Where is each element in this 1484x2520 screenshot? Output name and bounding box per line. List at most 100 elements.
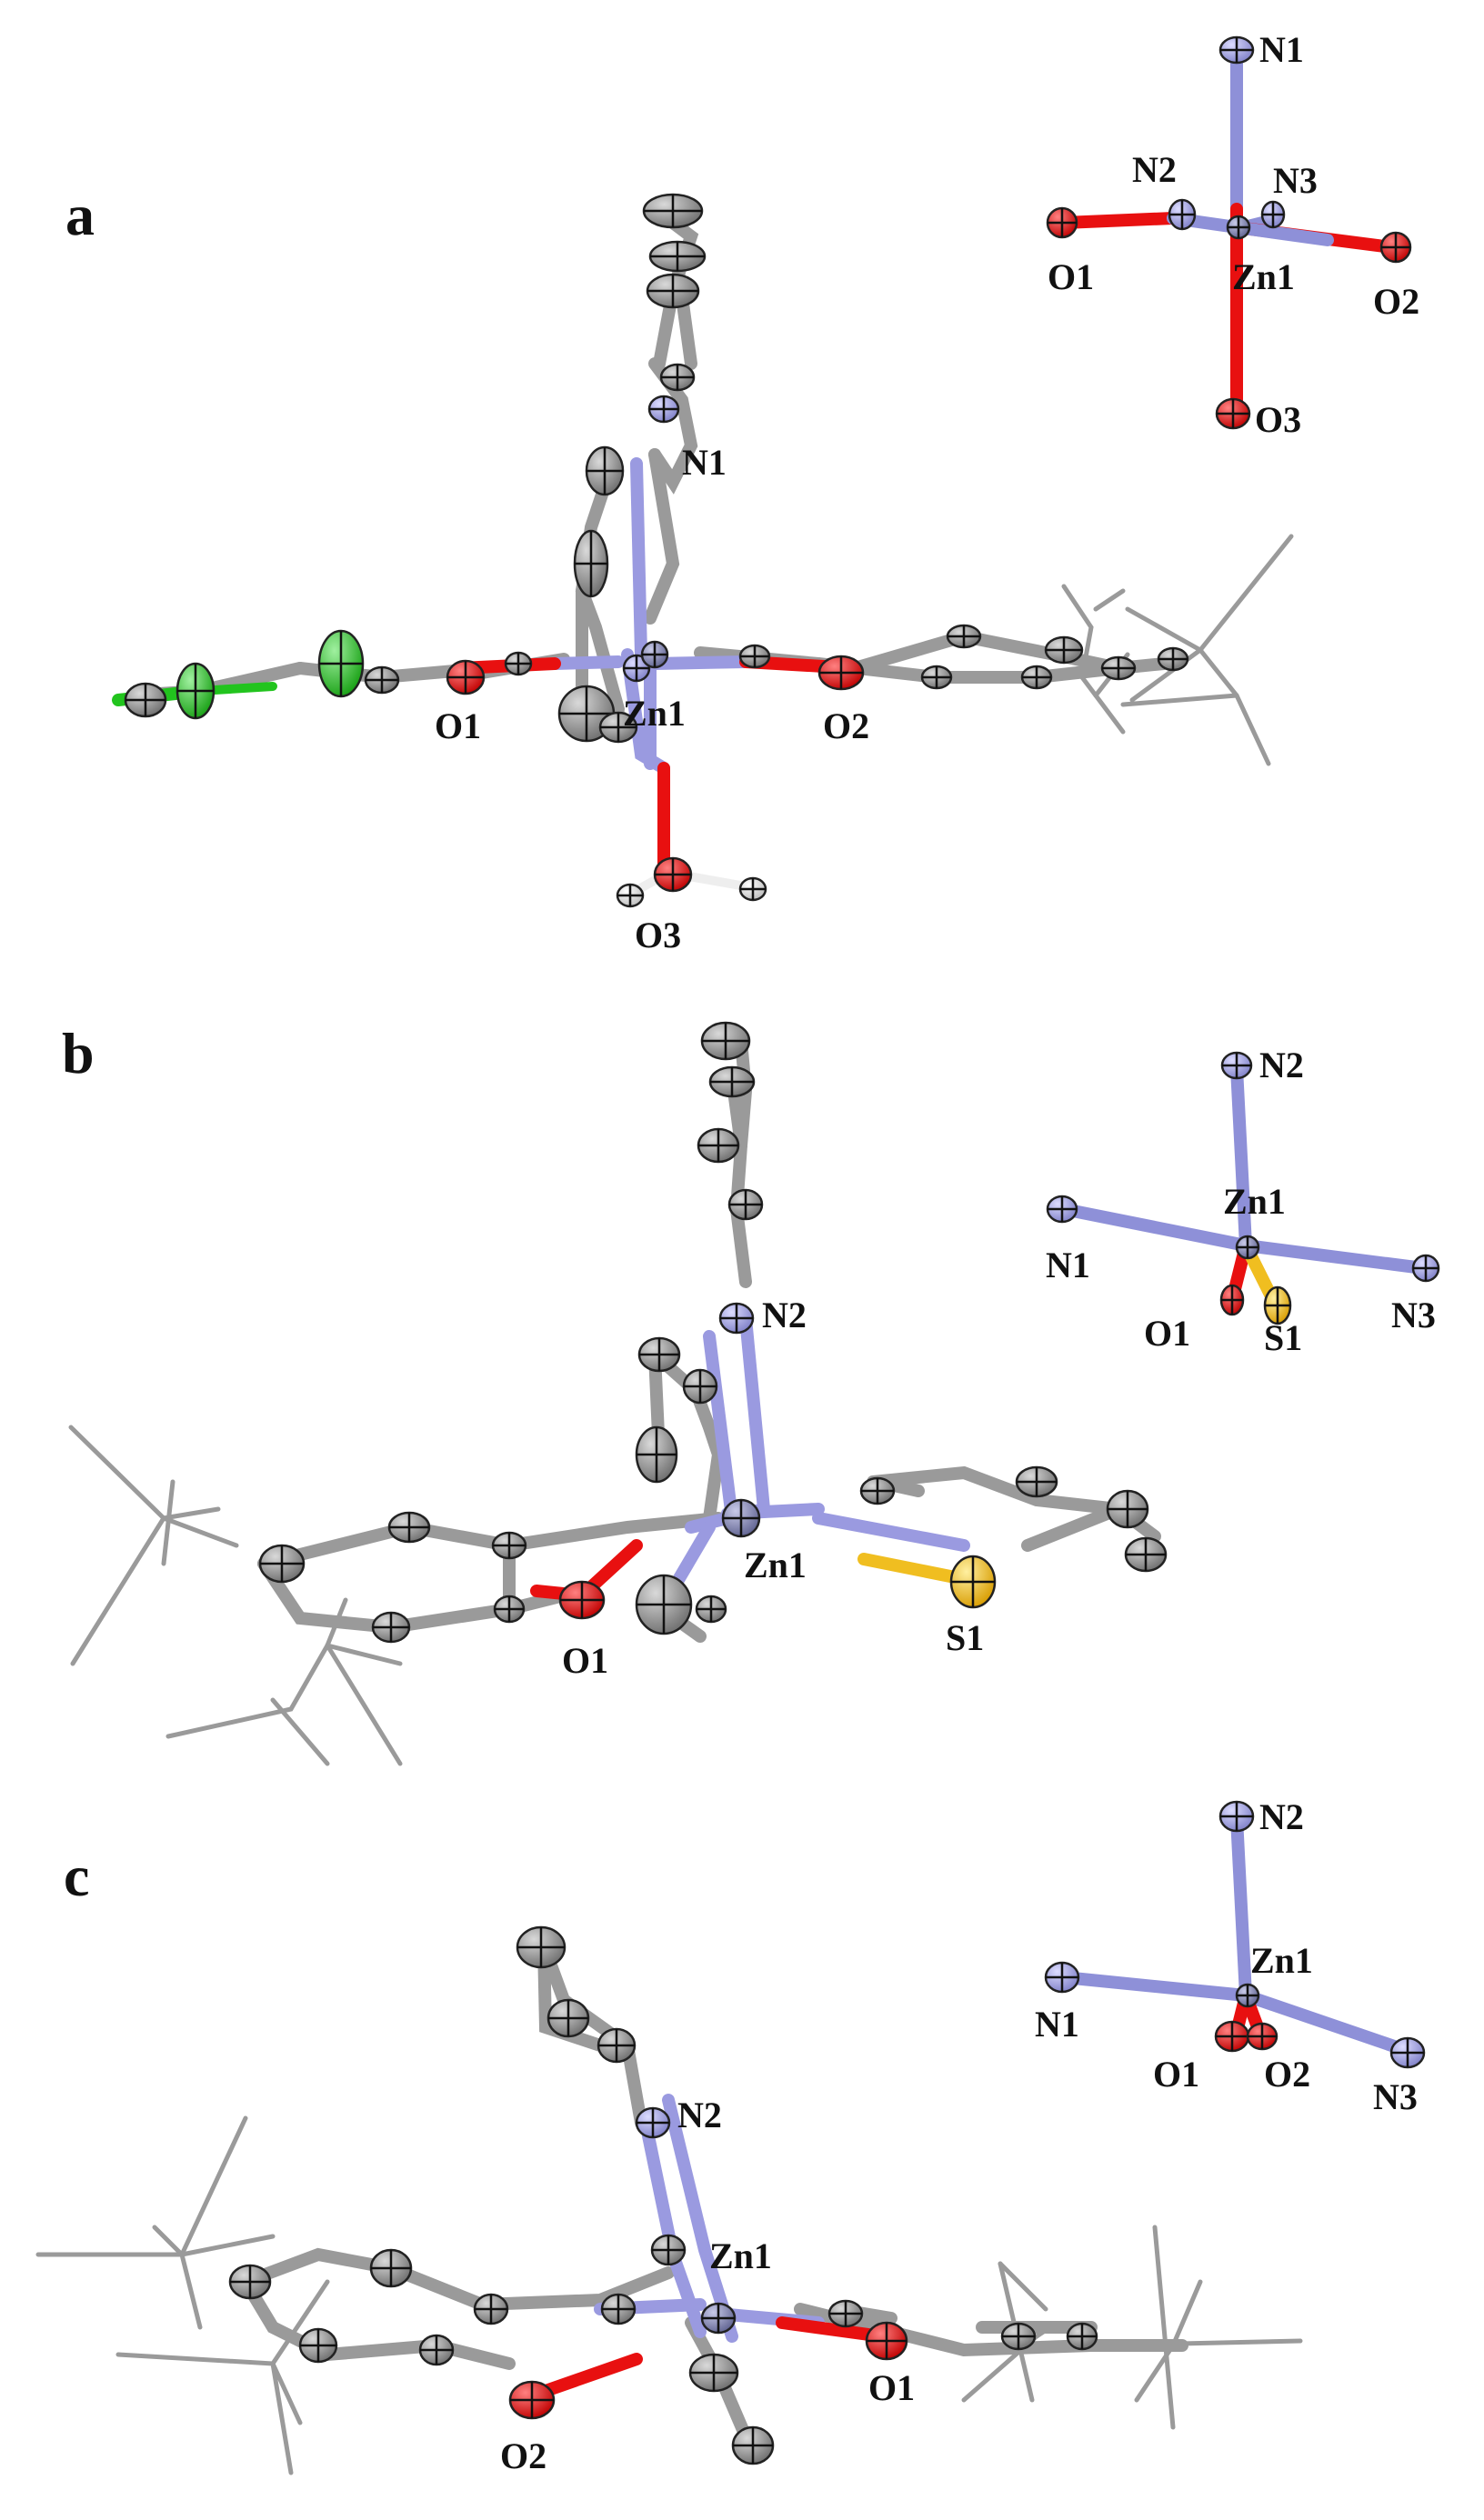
panel-label-b: b — [62, 1021, 95, 1085]
ellipsoid-axes — [1391, 2038, 1424, 2067]
atoms-c — [228, 1925, 1098, 2465]
ellipsoid-axes — [1220, 1802, 1253, 1831]
coordination-inset-c: N2 Zn1 N1 O1 O2 N3 — [1035, 1796, 1426, 2117]
ellipsoid-axes — [1413, 1255, 1439, 1281]
ellipsoid-axes — [598, 2029, 635, 2062]
ellipsoid-axes — [1248, 2024, 1277, 2049]
ellipsoid-axes — [575, 531, 607, 596]
ellipsoid-axes — [260, 1545, 304, 1582]
atoms-b — [258, 1021, 1168, 1644]
atom-label-o1: O1 — [435, 705, 481, 746]
inset-label-o1-c: O1 — [1153, 2054, 1199, 2095]
inset-label-zn1-c: Zn1 — [1250, 1940, 1313, 1981]
ellipsoid-axes — [125, 684, 165, 716]
ellipsoid-axes — [1002, 2324, 1035, 2349]
ellipsoid-axes — [389, 1513, 429, 1542]
ellipsoid-axes — [729, 1190, 762, 1219]
ellipsoid-axes — [617, 885, 643, 906]
inset-label-n2-b: N2 — [1259, 1045, 1304, 1085]
ellipsoid-axes — [602, 2295, 635, 2324]
ellipsoid-axes — [661, 365, 694, 390]
ellipsoid-axes — [447, 661, 484, 694]
ellipsoid-axes — [740, 645, 769, 667]
inset-label-n3-b: N3 — [1391, 1295, 1436, 1335]
ellipsoid-axes — [624, 655, 649, 681]
inset-label-o3: O3 — [1255, 399, 1301, 440]
atom-label-o1-c: O1 — [868, 2367, 915, 2408]
atom-label-n2-c: N2 — [677, 2095, 722, 2135]
ellipsoid-axes — [642, 642, 667, 667]
ellipsoid-axes — [1158, 648, 1188, 670]
atom-label-zn1-c: Zn1 — [709, 2235, 772, 2276]
ellipsoid-axes — [861, 1478, 894, 1504]
ellipsoid-axes — [1216, 2022, 1248, 2051]
ellipsoid-axes — [720, 1304, 753, 1333]
atom-label-n2-b: N2 — [762, 1295, 807, 1335]
ellipsoid-axes — [1108, 1491, 1148, 1527]
ellipsoid-axes — [495, 1596, 524, 1622]
ellipsoid-axes — [1022, 666, 1051, 688]
ellipsoid-axes — [177, 664, 214, 718]
ellipsoid-axes — [733, 2427, 773, 2464]
ellipsoid-axes — [702, 2304, 735, 2333]
panel-a: a — [65, 29, 1419, 955]
ellipsoid-axes — [637, 2108, 669, 2137]
tert-butyl-wireframe-b — [68, 1425, 403, 1766]
ellipsoid-axes — [647, 275, 698, 307]
coordination-inset-b: N2 Zn1 N1 N3 O1 S1 — [1046, 1045, 1440, 1358]
atom-label-o2-c: O2 — [500, 2435, 546, 2476]
inset-label-n2: N2 — [1132, 149, 1177, 190]
ellipsoid-axes — [697, 1596, 726, 1622]
ellipsoid-axes — [1217, 399, 1249, 428]
ellipsoid-axes — [1381, 233, 1410, 262]
ellipsoid-axes — [1221, 1285, 1243, 1315]
ellipsoid-axes — [506, 653, 531, 675]
ellipsoid-axes — [1046, 637, 1082, 663]
ellipsoid-axes — [922, 666, 951, 688]
ellipsoid-axes — [366, 667, 398, 693]
ellipsoid-axes — [517, 1927, 565, 1967]
ellipsoid-axes — [710, 1067, 754, 1096]
ellipsoid-axes — [740, 878, 766, 900]
atom-label-o3: O3 — [635, 915, 681, 955]
panel-b: b — [62, 1021, 1440, 1766]
inset-label-zn1: Zn1 — [1232, 256, 1295, 297]
atoms-a — [124, 193, 1189, 908]
ellipsoid-axes — [1222, 1053, 1251, 1078]
ellipsoid-axes — [819, 656, 863, 689]
ellipsoid-axes — [510, 2382, 554, 2418]
ellipsoid-axes — [560, 1582, 604, 1618]
inset-label-o2: O2 — [1373, 281, 1419, 322]
ellipsoid-axes — [559, 686, 614, 741]
ellipsoid-axes — [587, 447, 623, 495]
atom-label-s1-b: S1 — [946, 1617, 984, 1658]
ellipsoid-axes — [1237, 1985, 1258, 2006]
ellipsoid-axes — [493, 1533, 526, 1558]
coordination-bonds-c — [539, 2094, 888, 2397]
ellipsoid-axes — [1102, 657, 1135, 679]
ellipsoid-axes — [1046, 1963, 1078, 1992]
inset-label-n1-b: N1 — [1046, 1245, 1090, 1285]
inset-label-n3: N3 — [1273, 160, 1318, 201]
inset-label-n1: N1 — [1259, 29, 1304, 70]
ellipsoid-axes — [951, 1556, 995, 1607]
ellipsoid-axes — [1048, 1196, 1077, 1222]
atom-label-zn1: Zn1 — [623, 693, 686, 734]
atom-label-o1-b: O1 — [562, 1640, 608, 1681]
ellipsoid-axes — [475, 2295, 507, 2324]
ellipsoid-axes — [548, 2000, 588, 2036]
ellipsoid-axes — [1017, 1467, 1057, 1496]
coordination-bonds-b — [530, 1312, 984, 1611]
ellipsoid-axes — [948, 625, 980, 647]
ellipsoid-axes — [600, 713, 637, 742]
ellipsoid-axes — [698, 1129, 738, 1162]
ellipsoid-axes — [1068, 2324, 1097, 2349]
ellipsoid-axes — [300, 2329, 336, 2362]
ellipsoid-axes — [655, 858, 691, 891]
atom-label-zn1-b: Zn1 — [744, 1545, 807, 1585]
ellipsoid-axes — [371, 2250, 411, 2286]
ellipsoid-axes — [650, 242, 705, 271]
panel-c: c — [35, 1796, 1426, 2476]
ellipsoid-axes — [829, 2301, 862, 2326]
ellipsoid-axes — [1262, 202, 1284, 227]
